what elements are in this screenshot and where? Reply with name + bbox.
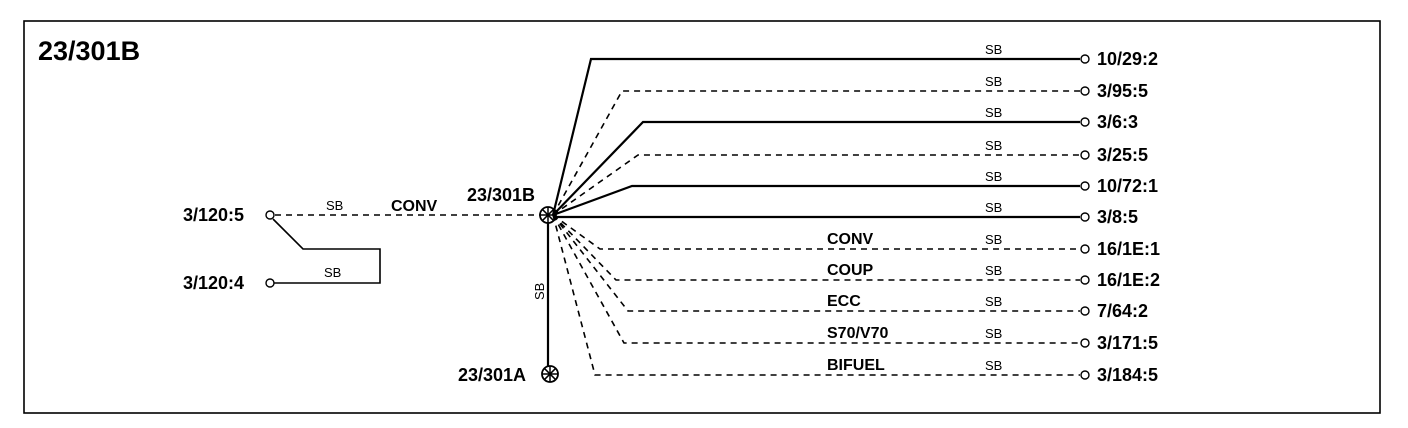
wire-color-branch-6: SB (985, 200, 1002, 215)
branch-wire-3 (552, 120, 1080, 216)
branch-wire-10 (552, 214, 1080, 344)
wire-color-branch-7: SB (985, 232, 1002, 247)
terminal-circle-5 (1080, 181, 1090, 191)
wire-color-branch-8: SB (985, 263, 1002, 278)
branch-wire-11 (552, 214, 1080, 376)
left-connector-group: 3/120:5 3/120:4 SB CONV SB (183, 198, 540, 293)
branch-wires: 10/29:2SB3/95:5SB3/6:3SB3/25:5SB10/72:1S… (551, 42, 1160, 385)
terminal-label-2: 3/95:5 (1097, 81, 1148, 101)
terminal-label-6: 3/8:5 (1097, 207, 1138, 227)
branch-wire-5 (552, 184, 1080, 217)
terminal-label-3-120-5: 3/120:5 (183, 205, 244, 225)
wire-color-vertical: SB (532, 283, 547, 300)
wire-color-left-top: SB (326, 198, 343, 213)
terminal-circle-6 (1080, 212, 1090, 222)
terminal-circle-9 (1080, 306, 1090, 316)
diagram-title: 23/301B (38, 36, 140, 66)
variant-label-branch-11: BIFUEL (827, 357, 885, 374)
terminal-label-3: 3/6:3 (1097, 112, 1138, 132)
splice-label-secondary: 23/301A (458, 365, 526, 385)
terminal-circle-8 (1080, 275, 1090, 285)
terminal-circle-3-120-5 (265, 210, 275, 220)
terminal-circle-11 (1080, 370, 1090, 380)
variant-label-left: CONV (391, 198, 438, 215)
variant-label-branch-7: CONV (827, 231, 874, 248)
terminal-label-11: 3/184:5 (1097, 365, 1158, 385)
terminal-circle-1 (1080, 54, 1090, 64)
wire-color-left-bottom: SB (324, 265, 341, 280)
branch-wire-2 (552, 90, 1080, 216)
wire-color-branch-5: SB (985, 169, 1002, 184)
variant-label-branch-9: ECC (827, 293, 861, 310)
wire-color-branch-2: SB (985, 74, 1002, 89)
wire-color-branch-9: SB (985, 294, 1002, 309)
branch-wire-7 (552, 214, 1080, 250)
branch-wire-9 (552, 214, 1080, 312)
diagram-frame (23, 20, 1381, 414)
vertical-wire-group: SB 23/301A (458, 223, 559, 385)
terminal-label-1: 10/29:2 (1097, 49, 1158, 69)
terminal-circle-3 (1080, 117, 1090, 127)
terminal-label-9: 7/64:2 (1097, 301, 1148, 321)
wire-color-branch-10: SB (985, 326, 1002, 341)
terminal-circle-10 (1080, 338, 1090, 348)
splice-label-main: 23/301B (467, 185, 535, 205)
terminal-label-3-120-4: 3/120:4 (183, 273, 244, 293)
terminal-label-4: 3/25:5 (1097, 145, 1148, 165)
terminal-label-8: 16/1E:2 (1097, 270, 1160, 290)
splice-23-301B: 23/301B (467, 185, 557, 224)
terminal-label-10: 3/171:5 (1097, 333, 1158, 353)
branch-wire-8 (552, 214, 1080, 281)
branch-wire-4 (552, 154, 1080, 216)
variant-label-branch-10: S70/V70 (827, 325, 888, 342)
wire-left-loop (272, 218, 381, 284)
wire-color-branch-1: SB (985, 42, 1002, 57)
wire-color-branch-11: SB (985, 358, 1002, 373)
branch-wire-1 (551, 57, 1080, 216)
terminal-circle-3-120-4 (265, 278, 275, 288)
wire-color-branch-4: SB (985, 138, 1002, 153)
terminal-label-5: 10/72:1 (1097, 176, 1158, 196)
wire-color-branch-3: SB (985, 105, 1002, 120)
terminal-circle-2 (1080, 86, 1090, 96)
terminal-circle-7 (1080, 244, 1090, 254)
variant-label-branch-8: COUP (827, 262, 874, 279)
terminal-circle-4 (1080, 150, 1090, 160)
terminal-label-7: 16/1E:1 (1097, 239, 1160, 259)
